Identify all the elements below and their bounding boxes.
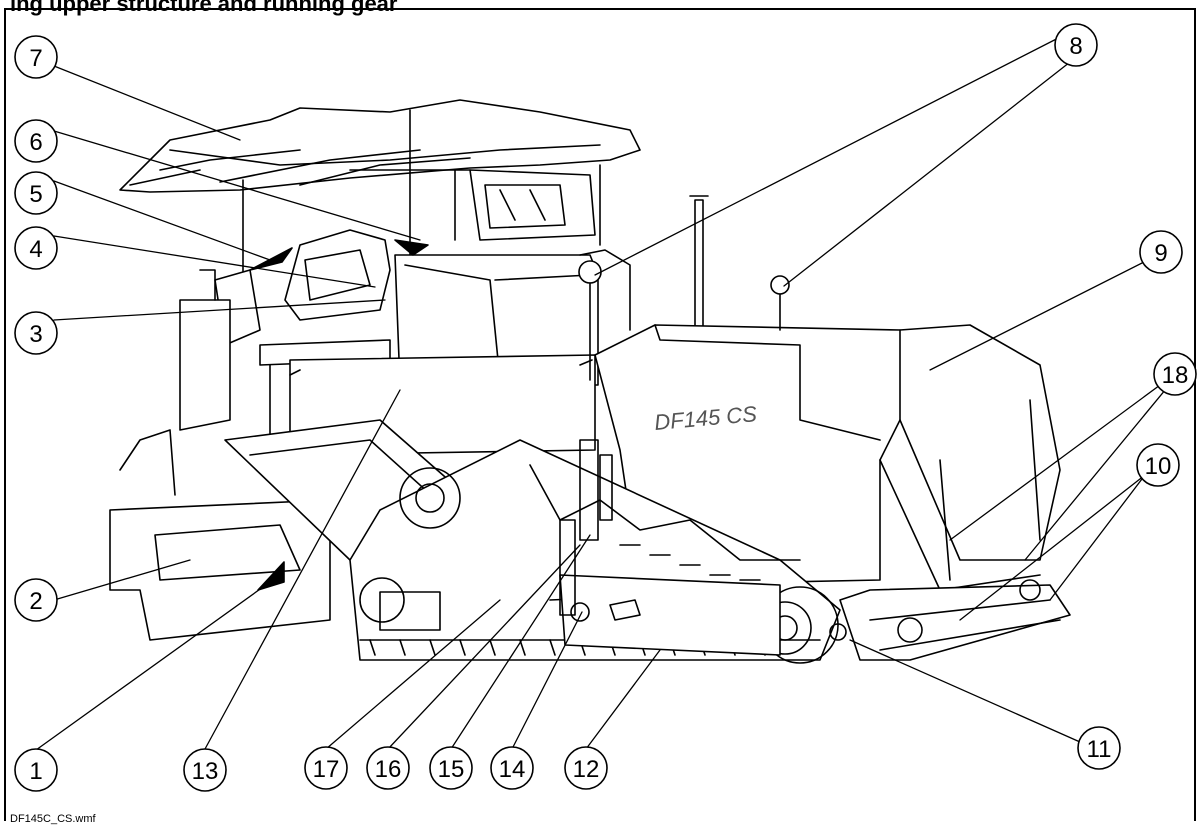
callout-3-label: 3	[29, 321, 42, 348]
file-caption: DF145C_CS.wmf	[10, 813, 96, 825]
callout-1-circle	[14, 748, 58, 792]
callout-15-label: 15	[438, 756, 465, 783]
callout-7-label: 7	[29, 45, 42, 72]
callout-12-circle	[564, 746, 608, 790]
callout-6-circle	[14, 119, 58, 163]
callout-numbers: 1 2 3 4 5 6 7 8 9 10 11 12 13 14 15 16 1…	[29, 33, 1188, 785]
callout-6-label: 6	[29, 129, 42, 156]
callout-circles	[14, 23, 1197, 792]
callout-16-label: 16	[375, 756, 402, 783]
callout-14-label: 14	[499, 756, 526, 783]
callout-2-circle	[14, 578, 58, 622]
exhaust-pipe	[689, 195, 709, 331]
callout-14-circle	[490, 746, 534, 790]
callout-8-circle	[1054, 23, 1098, 67]
hydraulic-cylinders	[559, 439, 613, 616]
leader-lines	[35, 29, 1176, 751]
callout-18-circle	[1153, 352, 1197, 396]
callout-16-circle	[366, 746, 410, 790]
figure-frame	[4, 8, 1196, 821]
cab-window	[469, 169, 596, 241]
callout-arrows	[249, 239, 429, 591]
callout-1-label: 1	[29, 758, 42, 785]
track-frame	[559, 574, 781, 656]
callout-5-circle	[14, 171, 58, 215]
callout-18-label: 18	[1162, 362, 1189, 389]
callout-12-label: 12	[573, 756, 600, 783]
callout-4-label: 4	[29, 236, 42, 263]
callout-9-label: 9	[1154, 240, 1167, 267]
callout-17-label: 17	[313, 756, 340, 783]
callout-3-circle	[14, 311, 58, 355]
control-console	[394, 249, 631, 386]
callout-5-label: 5	[29, 181, 42, 208]
callout-8-label: 8	[1069, 33, 1082, 60]
callout-11-circle	[1077, 726, 1121, 770]
screed-assembly	[109, 269, 331, 641]
callout-7-circle	[14, 35, 58, 79]
callout-2-label: 2	[29, 588, 42, 615]
callout-13-label: 13	[192, 758, 219, 785]
callout-4-circle	[14, 226, 58, 270]
callout-10-label: 10	[1145, 453, 1172, 480]
push-rollers	[829, 579, 1071, 661]
callout-13-circle	[183, 748, 227, 792]
callout-15-circle	[429, 746, 473, 790]
callout-11-label: 11	[1087, 736, 1112, 763]
callout-9-circle	[1139, 230, 1183, 274]
callout-17-circle	[304, 746, 348, 790]
callout-10-circle	[1136, 443, 1180, 487]
